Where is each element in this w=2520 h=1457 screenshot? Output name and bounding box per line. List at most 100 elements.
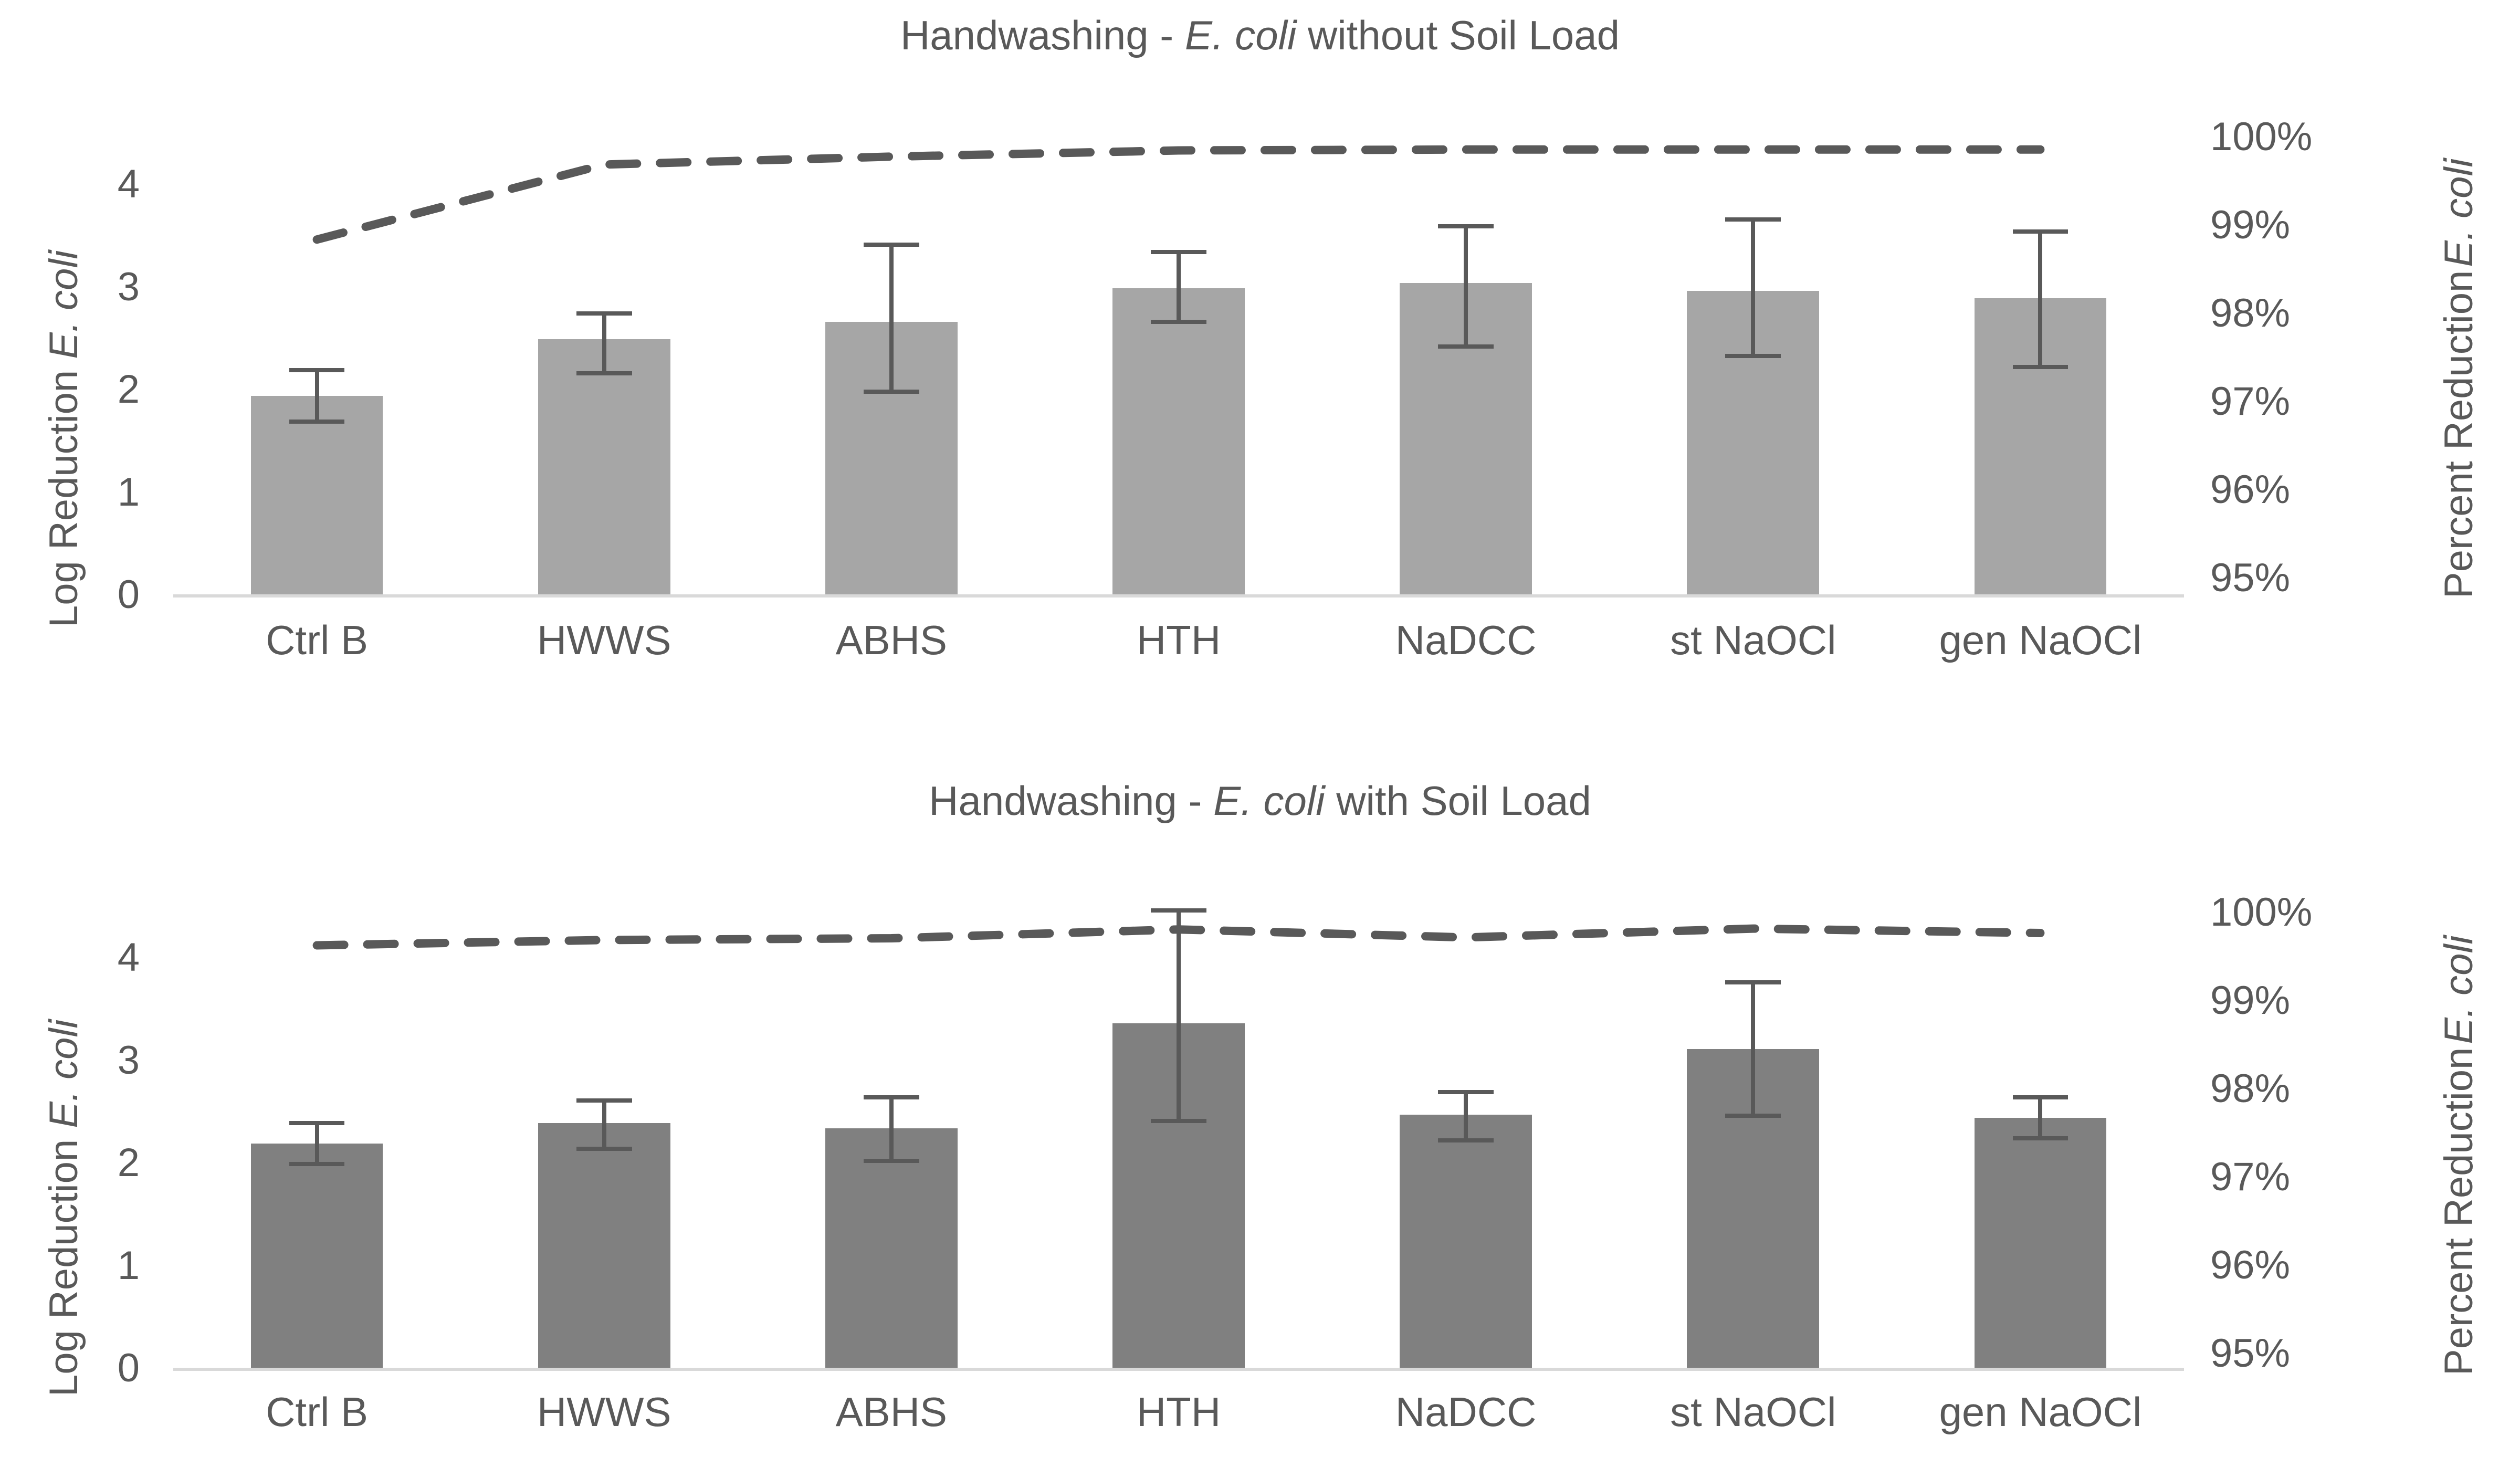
chart-title-top: Handwashing - E. coli without Soil Load — [900, 12, 1620, 58]
error-bar-stem — [602, 313, 606, 373]
bar-group — [825, 0, 958, 596]
chart-title-species: E. coli — [1213, 778, 1325, 824]
percent-reduction-polyline — [312, 924, 2045, 950]
error-bar-stem — [889, 1097, 894, 1161]
chart-panel-with-soil-load: Handwashing - E. coli with Soil Load Log… — [0, 746, 2520, 1457]
error-bar-cap-lower — [289, 419, 345, 424]
x-axis-line-top — [173, 594, 2184, 598]
bar-hwws — [538, 339, 670, 596]
bar-hth — [1112, 288, 1245, 596]
error-bar-cap-lower — [1151, 1118, 1206, 1123]
y-tick-2: 2 — [117, 367, 140, 412]
y-axis-title-top: Log Reduction E. coli — [41, 250, 86, 627]
error-bar-cap-lower — [863, 1159, 919, 1163]
error-bar-stem — [1464, 226, 1468, 347]
y-tick-0: 0 — [117, 1346, 140, 1390]
secondary-y-axis-title-species: E. coli — [2437, 158, 2481, 267]
chart-panel-without-soil-load: Handwashing - E. coli without Soil Load … — [41, 0, 2482, 663]
bar-series-bottom — [173, 746, 2184, 1369]
x-tick-ctrl-b: Ctrl B — [266, 617, 369, 663]
error-bar-cap-upper — [2012, 229, 2068, 234]
error-bar-cap-upper — [1438, 1090, 1494, 1095]
error-bar-stem — [314, 1123, 319, 1164]
error-bar-cap-lower — [1438, 1138, 1494, 1143]
plot-area-top — [173, 0, 2184, 598]
percent-reduction-polyline — [312, 145, 2045, 244]
bar-group — [250, 746, 383, 1369]
bar-series-top — [173, 0, 2184, 596]
bar-nadcc — [1400, 1115, 1532, 1369]
bar-ctrl-b — [250, 395, 383, 596]
error-bar-stem — [1176, 910, 1181, 1121]
x-tick-st-naocl: st NaOCl — [1670, 1389, 1836, 1435]
secondary-y-tick-100pct: 100% — [2210, 114, 2313, 159]
error-bar-stem — [2038, 232, 2043, 368]
y-tick-0: 0 — [117, 572, 140, 617]
error-bar-cap-upper — [289, 368, 345, 372]
y-tick-1: 1 — [117, 469, 140, 515]
bar-group — [1974, 746, 2107, 1369]
error-bar-cap-lower — [1438, 344, 1494, 349]
chart-title-bottom: Handwashing - E. coli with Soil Load — [929, 778, 1591, 824]
x-tick-hth: HTH — [1136, 1389, 1221, 1435]
error-bar-cap-upper — [576, 1098, 632, 1103]
x-tick-nadcc: NaDCC — [1395, 617, 1537, 663]
error-bar-cap-lower — [1725, 353, 1781, 358]
x-tick-hwws: HWWS — [537, 617, 671, 663]
x-tick-abhs: ABHS — [835, 1389, 948, 1435]
secondary-y-tick-95pct: 95% — [2210, 555, 2291, 600]
error-bar-stem — [602, 1100, 606, 1149]
error-bar-cap-upper — [576, 311, 632, 316]
secondary-y-tick-97pct: 97% — [2210, 1155, 2291, 1199]
secondary-y-axis-title-text: Percent Reduction — [2437, 270, 2481, 599]
error-bar-cap-upper — [1438, 224, 1494, 229]
error-bar-cap-upper — [863, 1095, 919, 1099]
y-tick-4: 4 — [117, 162, 140, 206]
x-tick-abhs: ABHS — [835, 617, 948, 663]
percent-reduction-line-top — [312, 145, 2045, 244]
secondary-y-tick-95pct: 95% — [2210, 1331, 2291, 1376]
bar-hwws — [538, 1123, 670, 1369]
error-bar-cap-upper — [1725, 217, 1781, 222]
x-tick-gen-naocl: gen NaOCl — [1939, 1389, 2142, 1435]
bar-group — [1112, 746, 1245, 1369]
y-tick-3: 3 — [117, 1037, 140, 1083]
x-tick-st-naocl: st NaOCl — [1670, 617, 1836, 663]
error-bar-cap-lower — [1725, 1114, 1781, 1118]
secondary-y-tick-99pct: 99% — [2210, 203, 2291, 247]
secondary-y-tick-98pct: 98% — [2210, 1066, 2291, 1111]
bar-group — [538, 746, 670, 1369]
x-tick-hth: HTH — [1136, 617, 1221, 663]
bar-gen-naocl — [1974, 1118, 2107, 1369]
error-bar-stem — [889, 245, 894, 392]
x-axis-line-bottom — [173, 1368, 2184, 1371]
bar-group — [825, 746, 958, 1369]
percent-reduction-line-bottom — [312, 924, 2045, 950]
error-bar-cap-lower — [863, 389, 919, 394]
y-tick-2: 2 — [117, 1140, 140, 1185]
bar-abhs — [825, 1128, 958, 1369]
error-bar-cap-lower — [2012, 1136, 2068, 1141]
secondary-y-tick-96pct: 96% — [2210, 1243, 2291, 1287]
y-tick-1: 1 — [117, 1243, 140, 1288]
error-bar-cap-lower — [576, 1146, 632, 1151]
secondary-y-tick-98pct: 98% — [2210, 291, 2291, 336]
secondary-y-tick-100pct: 100% — [2210, 890, 2313, 935]
bar-group — [1112, 0, 1245, 596]
y-tick-3: 3 — [117, 264, 140, 309]
chart-title-species: E. coli — [1184, 12, 1297, 58]
x-tick-hwws: HWWS — [537, 1389, 671, 1435]
bar-group — [1687, 0, 1820, 596]
error-bar-stem — [1176, 252, 1181, 322]
bar-group — [1687, 746, 1820, 1369]
bar-group — [538, 0, 670, 596]
bar-group — [1974, 0, 2107, 596]
error-bar-cap-lower — [576, 371, 632, 375]
error-bar-cap-upper — [1151, 250, 1206, 255]
error-bar-cap-upper — [1725, 980, 1781, 984]
error-bar-cap-upper — [1151, 908, 1206, 913]
bar-group — [250, 0, 383, 596]
error-bar-cap-upper — [289, 1120, 345, 1125]
